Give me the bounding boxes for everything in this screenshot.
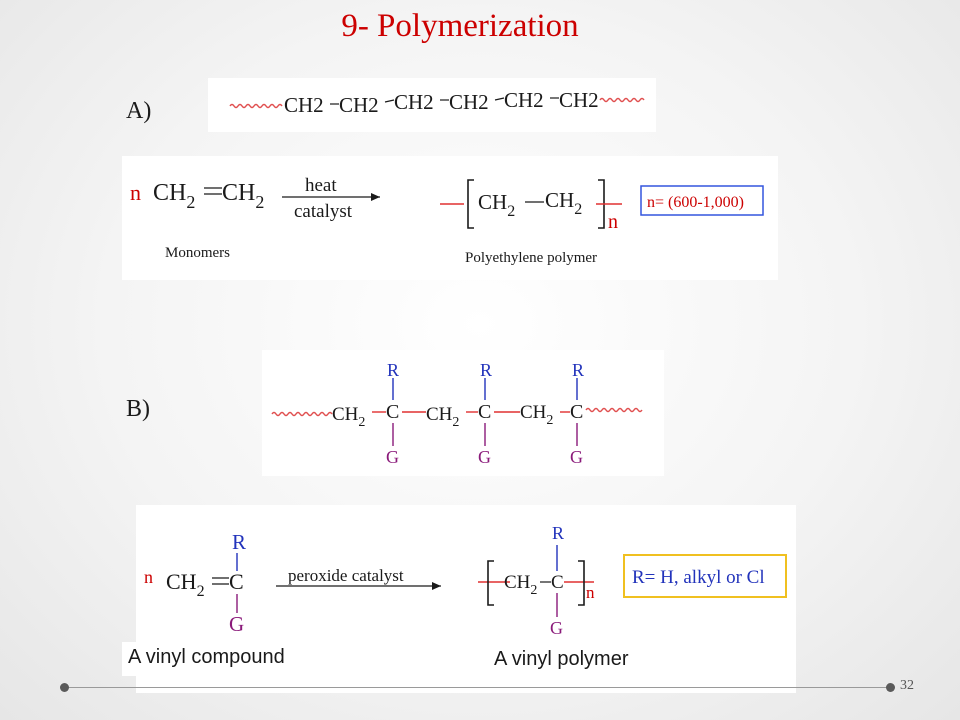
vinyl-monomer-unit: CH2 — [166, 569, 205, 600]
degree-note: n= (600-1,000) — [647, 194, 744, 211]
g-substituent: G — [570, 447, 583, 467]
monomer-left-unit: CH2 — [153, 180, 195, 212]
polyethylene-reaction-diagram: n CH2 CH2 heat catalyst CH2 CH2 n n= (60… — [130, 175, 764, 266]
right-wavy-end — [599, 97, 645, 103]
page-number: 32 — [900, 678, 914, 693]
vinyl-product-carbon: C — [551, 572, 564, 593]
chain-unit: CH2 — [559, 88, 599, 112]
chain-carbon: C — [386, 401, 399, 423]
substituent-note: R= H, alkyl or Cl — [632, 567, 765, 588]
r-substituent: R — [232, 530, 246, 554]
r-substituent: R — [552, 523, 564, 543]
arrow-head-icon — [432, 582, 441, 590]
bracket-left — [487, 560, 494, 606]
arrow-label-peroxide: peroxide catalyst — [288, 566, 404, 585]
product-unit-left: CH2 — [478, 190, 515, 220]
g-substituent: G — [386, 447, 399, 467]
vinyl-chain-diagram: CH2 C R G CH2 C R G CH2 C R G — [271, 360, 643, 467]
chain-bond — [494, 97, 505, 101]
r-substituent: R — [387, 360, 399, 380]
r-substituent: R — [572, 360, 584, 380]
left-wavy-end — [271, 411, 333, 417]
chain-unit: CH2 — [284, 93, 324, 117]
g-substituent: G — [229, 612, 244, 636]
chain-unit: CH2 — [520, 402, 553, 428]
degree-note-box — [640, 185, 764, 216]
bracket-left — [467, 179, 474, 229]
arrow-label-catalyst: catalyst — [294, 201, 353, 222]
chain-unit: CH2 — [339, 93, 379, 117]
reaction-coefficient: n — [144, 567, 153, 587]
left-wavy-end — [229, 103, 283, 109]
vinyl-monomer-carbon: C — [229, 569, 244, 594]
vinyl-compound-caption: A vinyl compound — [128, 646, 285, 668]
vinyl-product-unit: CH2 — [504, 572, 537, 598]
chain-carbon: C — [570, 401, 583, 423]
right-wavy-end — [585, 407, 643, 413]
slide-title: 9- Polymerization — [341, 8, 579, 44]
chain-carbon: C — [478, 401, 491, 423]
footer-divider — [66, 687, 890, 688]
footer-dot-right — [886, 683, 895, 692]
arrow-label-heat: heat — [305, 175, 337, 196]
product-subscript-n: n — [608, 211, 618, 233]
part-a-label: A) — [126, 98, 152, 124]
vinyl-reaction-diagram: n CH2 C R G peroxide catalyst CH2 C R G … — [144, 523, 787, 638]
vinyl-compound-caption-box: A vinyl compound — [122, 642, 320, 676]
chain-unit: CH2 — [426, 404, 459, 430]
chain-unit: CH2 — [504, 88, 544, 112]
monomer-right-unit: CH2 — [222, 180, 264, 212]
arrow-head-icon — [371, 193, 380, 201]
footer-dot-left — [60, 683, 69, 692]
product-unit-right: CH2 — [545, 188, 582, 218]
vinyl-chain-panel: CH2 C R G CH2 C R G CH2 C R G — [262, 350, 664, 476]
polyethylene-chain-panel: CH2 CH2 CH2 CH2 CH2 CH2 — [208, 78, 656, 132]
g-substituent: G — [550, 618, 563, 638]
product-subscript-n: n — [586, 583, 595, 602]
polyethylene-reaction-panel: n CH2 CH2 heat catalyst CH2 CH2 n n= (60… — [122, 156, 778, 280]
g-substituent: G — [478, 447, 491, 467]
chain-unit: CH2 — [332, 404, 365, 430]
chain-unit: CH2 — [449, 90, 489, 114]
monomers-caption: Monomers — [165, 245, 230, 261]
bracket-right — [578, 560, 585, 606]
substituent-note-box — [623, 554, 787, 598]
polyethylene-chain-diagram: CH2 CH2 CH2 CH2 CH2 CH2 — [229, 88, 645, 117]
vinyl-polymer-caption: A vinyl polymer — [494, 648, 629, 670]
reaction-coefficient: n — [130, 180, 141, 205]
chain-unit: CH2 — [394, 90, 434, 114]
r-substituent: R — [480, 360, 492, 380]
chain-bond — [384, 99, 395, 103]
polyethylene-caption: Polyethylene polymer — [465, 250, 597, 266]
part-b-label: B) — [126, 396, 150, 422]
